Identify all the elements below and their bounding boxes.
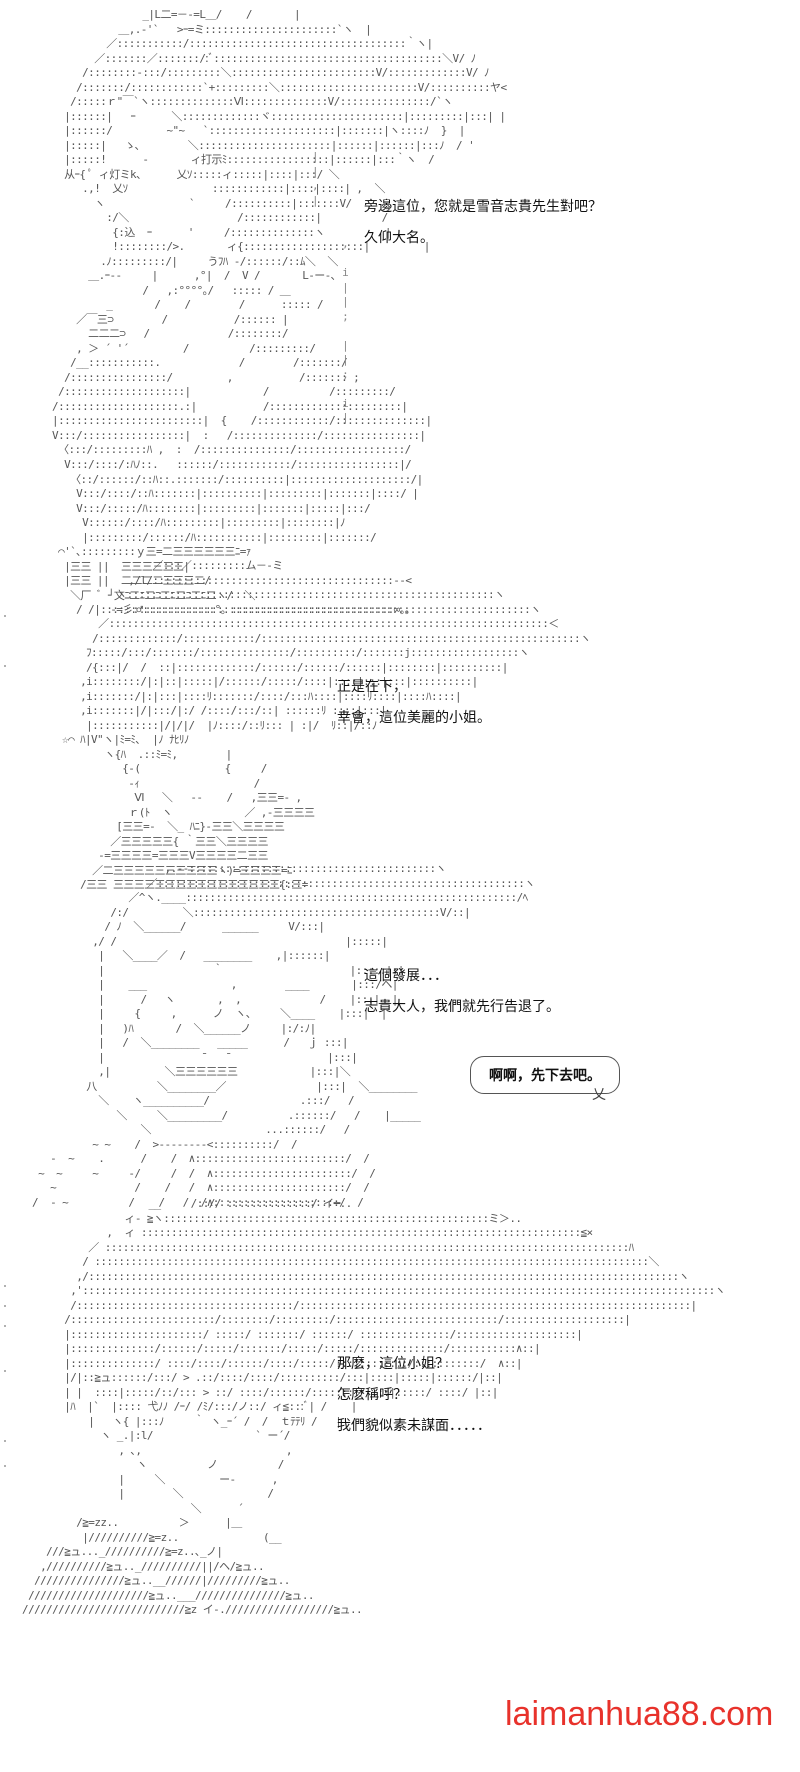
dialog-line: 正是在下， bbox=[337, 679, 407, 695]
dialog-panel-3: 這個發展．．． 志貴大人，我們就先行告退了。 bbox=[364, 961, 560, 1023]
ascii-art-woman: _|L二=－-=L＿/ / | ＿,.-'` >ｰ=ミ:::::::::::::… bbox=[52, 8, 507, 617]
edge-dot bbox=[4, 1440, 6, 1442]
dialog-line: 我們貌似素未謀面．．．．． bbox=[337, 1418, 491, 1434]
edge-dot bbox=[4, 1285, 6, 1287]
dialog-panel-1: 旁邊這位，您就是雪音志貴先生對吧？ 久仰大名。 bbox=[364, 192, 602, 254]
ascii-art-old-man: ,.-‐::::::::::::::::::::::::::::::::::::… bbox=[32, 862, 535, 1209]
ascii-art-side-lines: | | , | , i | | ; | | ; i | bbox=[312, 150, 349, 425]
edge-dot bbox=[4, 615, 6, 617]
panel-1: _|L二=－-=L＿/ / | ＿,.-'` >ｰ=ミ:::::::::::::… bbox=[0, 0, 800, 616]
dialog-line: 旁邊這位，您就是雪音志貴先生對吧？ bbox=[364, 199, 602, 215]
edge-dot bbox=[4, 1370, 6, 1372]
edge-dot bbox=[4, 1325, 6, 1327]
edge-dot bbox=[4, 1465, 6, 1467]
speech-bubble: 啊啊，先下去吧。 bbox=[470, 1056, 620, 1094]
edge-dot bbox=[4, 665, 6, 667]
dialog-panel-4: 那麽，這位小姐？ 怎麽稱呼？ 我們貌似素未謀面．．．．． bbox=[337, 1349, 491, 1442]
speech-bubble-tail: 乂 bbox=[592, 1087, 606, 1103]
ascii-art-girl: __ /::// ::::::::::::::/ イ━.. ィ‐ ≧ヽ:::::… bbox=[22, 1197, 726, 1617]
panel-4: __ /::// ::::::::::::::/ イ━.. ィ‐ ≧ヽ:::::… bbox=[0, 1195, 800, 1772]
dialog-line: 久仰大名。 bbox=[364, 230, 434, 246]
dialog-line: 志貴大人，我們就先行告退了。 bbox=[364, 999, 560, 1015]
dialog-line: 這個發展．．． bbox=[364, 968, 448, 984]
panel-3: ,.-‐::::::::::::::::::::::::::::::::::::… bbox=[0, 860, 800, 1209]
panel-2: ／:::／:::::::::ム－‐ミ ,/l/:::::::::::::::::… bbox=[0, 555, 800, 891]
watermark: laimanhua88.com bbox=[505, 1695, 774, 1733]
dialog-line: 怎麽稱呼？ bbox=[337, 1387, 407, 1403]
edge-dot bbox=[4, 1305, 6, 1307]
dialog-line: 幸會，這位美麗的小姐。 bbox=[337, 710, 491, 726]
dialog-panel-2: 正是在下， 幸會，這位美麗的小姐。 bbox=[337, 672, 491, 734]
dialog-line: 那麽，這位小姐？ bbox=[337, 1356, 449, 1372]
speech-bubble-text: 啊啊，先下去吧。 bbox=[489, 1068, 601, 1084]
ascii-art-man: ／:::／:::::::::ム－‐ミ ,/l/:::::::::::::::::… bbox=[62, 559, 591, 892]
